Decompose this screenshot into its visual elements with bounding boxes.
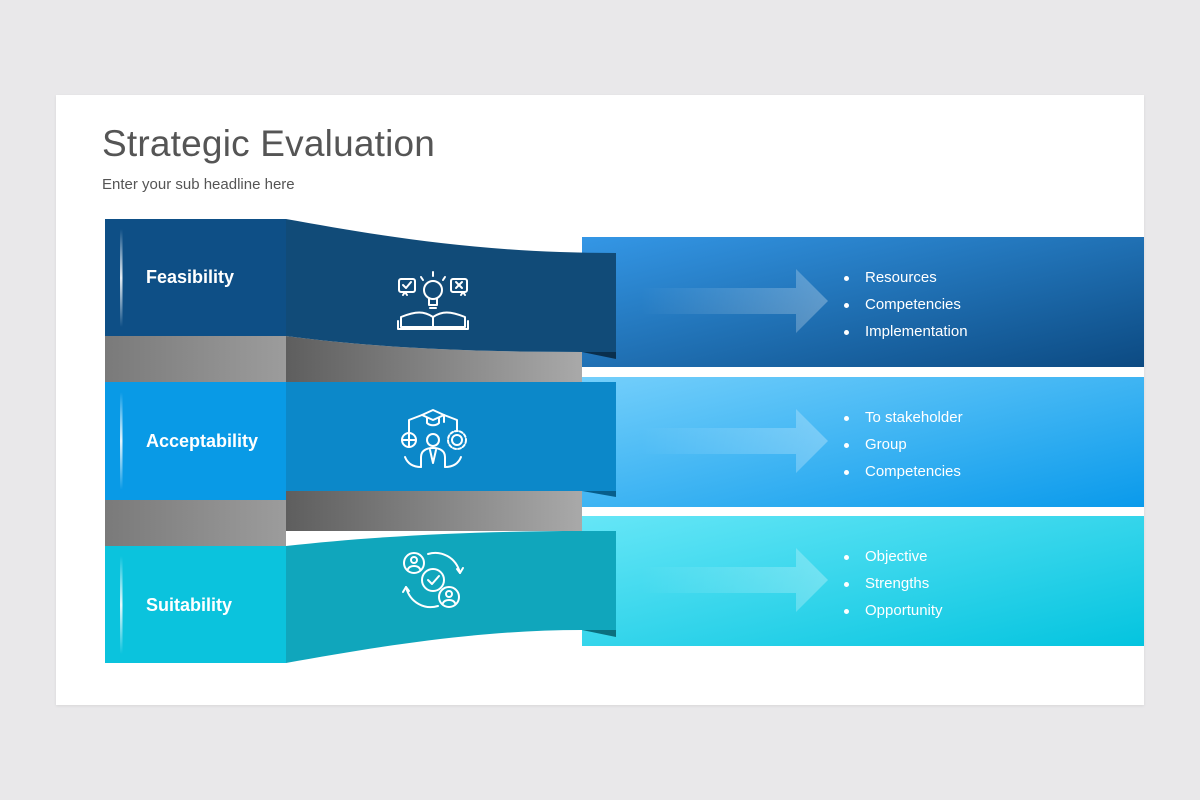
list-item: Opportunity [842,597,943,624]
list-item: To stakeholder [842,404,963,431]
slide: Strategic Evaluation Enter your sub head… [56,95,1144,705]
list-item: Objective [842,543,943,570]
idea-book-icon [397,271,469,330]
shine-line [120,556,123,654]
page-title: Strategic Evaluation [102,123,436,164]
connector-2-right [286,491,582,531]
list-item: Competencies [842,291,968,318]
row-label-acceptability: Acceptability [146,431,259,451]
shine-line [120,229,123,327]
fold-shadow [582,352,616,359]
page-subtitle: Enter your sub headline here [102,176,295,193]
list-item: Strengths [842,570,943,597]
arrow-icon [641,548,828,612]
list-item: Group [842,431,963,458]
block-acceptability [105,382,286,500]
shine-line [120,392,123,490]
user-check-cycle-icon [402,552,464,608]
connector-1-right [286,336,582,390]
evaluation-diagram [105,219,1144,663]
fold-shadow [582,630,616,637]
row-label-feasibility: Feasibility [146,267,235,287]
block-suitability [105,546,286,663]
connector-1-left [105,336,286,382]
list-item: Implementation [842,318,968,345]
list-item: Resources [842,264,968,291]
stakeholder-icon [401,409,467,468]
bullet-list-suitability: Objective Strengths Opportunity [842,543,943,624]
connector-2-left [105,500,286,546]
bullet-list-feasibility: Resources Competencies Implementation [842,264,968,345]
list-item: Competencies [842,458,963,485]
fold-shadow [582,491,616,497]
bullet-list-acceptability: To stakeholder Group Competencies [842,404,963,485]
arrow-icon [641,409,828,473]
block-feasibility [105,219,286,336]
ribbon-acceptability [286,382,616,491]
row-label-suitability: Suitability [146,595,233,615]
arrow-icon [641,269,828,333]
